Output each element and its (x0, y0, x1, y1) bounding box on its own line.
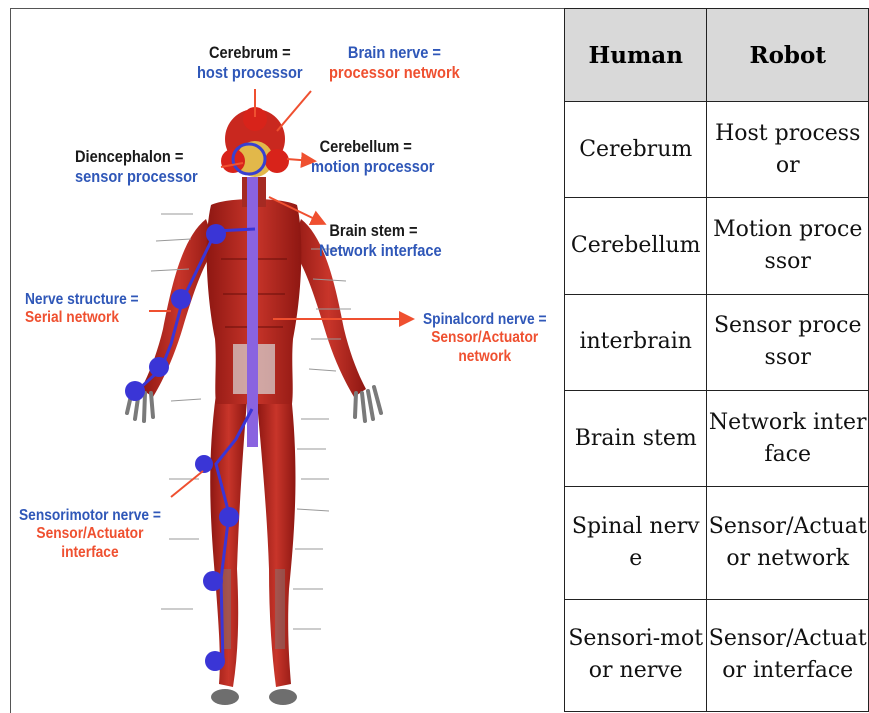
nerve-node (219, 507, 239, 527)
nerve-node (203, 571, 223, 591)
table-row: Cerebellum Motion processor (565, 198, 869, 294)
label-brain-stem: Brain stem = Network interface (319, 221, 442, 260)
cell-human: Brain stem (565, 390, 707, 486)
label-sensorimotor-nerve: Sensorimotor nerve = Sensor/Actuator int… (19, 507, 161, 562)
nerve-node (149, 357, 169, 377)
cell-robot: Host processor (707, 102, 869, 198)
nerve-node (195, 455, 213, 473)
pointer-sensorimotor (171, 471, 203, 497)
cell-human: Sensori-motor nerve (565, 599, 707, 711)
nerve-node (125, 381, 145, 401)
table-header-row: Human Robot (565, 9, 869, 102)
header-robot: Robot (707, 9, 869, 102)
nerve-node (206, 224, 226, 244)
cell-robot: Sensor/Actuator network (707, 487, 869, 599)
cell-human: Cerebellum (565, 198, 707, 294)
pointer-brain-nerve (277, 91, 311, 131)
cell-human: Spinal nerve (565, 487, 707, 599)
table-row: Cerebrum Host processor (565, 102, 869, 198)
label-cerebellum: Cerebellum = motion processor (311, 137, 434, 176)
cell-robot: Network interface (707, 390, 869, 486)
cell-human: interbrain (565, 294, 707, 390)
label-cerebrum: Cerebrum = host processor (197, 43, 303, 82)
label-nerve-structure: Nerve structure = Serial network (25, 291, 139, 328)
spinal-cord (247, 177, 258, 447)
label-spinalcord-nerve: Spinalcord nerve = Sensor/Actuator netwo… (423, 311, 547, 366)
cell-human: Cerebrum (565, 102, 707, 198)
table-row: Brain stem Network interface (565, 390, 869, 486)
anatomy-figure: Cerebrum = host processor Brain nerve = … (10, 8, 564, 713)
table-row: interbrain Sensor processor (565, 294, 869, 390)
nerve-node (171, 289, 191, 309)
header-human: Human (565, 9, 707, 102)
pointer-cerebellum (287, 159, 313, 161)
cell-robot: Motion processor (707, 198, 869, 294)
nerve-node (205, 651, 225, 671)
cell-robot: Sensor/Actuator interface (707, 599, 869, 711)
cell-robot: Sensor processor (707, 294, 869, 390)
label-brain-nerve: Brain nerve = processor network (329, 43, 460, 82)
label-diencephalon: Diencephalon = sensor processor (75, 147, 198, 186)
table-row: Sensori-motor nerve Sensor/Actuator inte… (565, 599, 869, 711)
human-robot-mapping-table: Human Robot Cerebrum Host processor Cere… (564, 8, 869, 712)
table-row: Spinal nerve Sensor/Actuator network (565, 487, 869, 599)
